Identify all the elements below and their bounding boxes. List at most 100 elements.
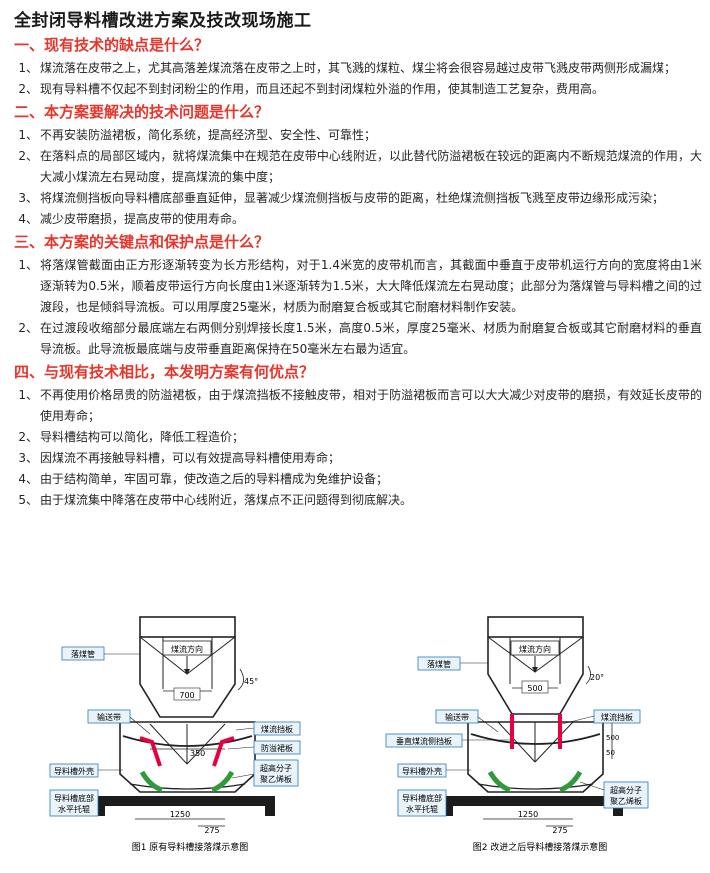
list-item-text: 煤流落在皮带之上，尤其高落差煤流落在皮带之上时，其飞溅的煤粒、煤尘将会很容易越过… — [40, 61, 677, 75]
list-item-text: 不再安装防溢裙板，简化系统，提高经济型、安全性、可靠性； — [40, 128, 377, 142]
document: 全封闭导料槽改进方案及技改现场施工 一、现有技术的缺点是什么？1、煤流落在皮带之… — [8, 4, 702, 511]
list-item: 3、因煤流不再接触导料槽，可以有效提高导料槽使用寿命； — [8, 448, 702, 469]
fig1-transition — [139, 637, 236, 718]
fig1-polymer-left — [139, 770, 163, 793]
fig1-dim-700: 700 — [179, 691, 194, 700]
fig1-dim-1250: 1250 — [170, 810, 190, 819]
list-item: 1、不再安装防溢裙板，简化系统，提高经济型、安全性、可靠性； — [8, 125, 702, 146]
fig1-caption: 图1 原有导料槽接落煤示意图 — [132, 841, 249, 853]
svg-text:水平托辊: 水平托辊 — [58, 804, 90, 814]
fig2-dim-50: 50 — [606, 749, 615, 757]
fig2-transition — [487, 637, 584, 715]
figure-2: 煤流方向 500 20° 500 50 1250 275 落煤管 — [385, 616, 649, 853]
list-item-number: 3、 — [18, 191, 38, 205]
fig1-dim-275: 275 — [204, 826, 219, 835]
list-item-number: 1、 — [18, 128, 38, 142]
svg-text:落煤管: 落煤管 — [71, 649, 95, 659]
fig1-diag — [186, 636, 236, 675]
fig1-base — [95, 796, 275, 806]
list-item-number: 2、 — [18, 321, 38, 335]
list-item: 3、将煤流侧挡板向导料槽底部垂直延伸，显著减少煤流侧挡板与皮带的距离，杜绝煤流侧… — [8, 188, 702, 209]
fig1-callout-polymer: 超高分子 聚乙烯板 — [231, 759, 299, 787]
fig2-dim-500: 500 — [527, 684, 542, 693]
svg-text:聚乙烯板: 聚乙烯板 — [610, 796, 642, 806]
fig2-polymer-left — [487, 770, 511, 793]
svg-text:煤流挡板: 煤流挡板 — [261, 724, 293, 734]
list-item-text: 在过渡段收缩部分最底端左右两侧分别焊接长度1.5米，高度0.5米，厚度25毫米、… — [40, 321, 702, 356]
svg-text:水平托辊: 水平托辊 — [406, 804, 438, 814]
list-item: 2、现有导料槽不仅起不到封闭粉尘的作用，而且还起不到封闭煤粒外溢的作用，使其制造… — [8, 79, 702, 100]
fig1-callout-skirt: 防溢裙板 — [227, 740, 301, 755]
figures-svg: 煤流方向 700 45° 350 1250 275 — [49, 616, 649, 853]
fig1-callout-belt: 输送带 — [87, 709, 151, 735]
fig2-callout-chute: 落煤管 — [417, 656, 488, 671]
section-heading: 四、与现有技术相比，本发明方案有何优点？ — [14, 363, 315, 381]
list-item-number: 1、 — [18, 258, 38, 272]
list-item: 2、在过渡段收缩部分最底端左右两侧分别焊接长度1.5米，高度0.5米，厚度25毫… — [8, 318, 702, 360]
fig2-polymer-right — [559, 770, 583, 793]
fig2-callout-polymer: 超高分子 聚乙烯板 — [579, 781, 649, 809]
svg-text:导料槽底部: 导料槽底部 — [54, 793, 94, 803]
section-heading: 三、本方案的关键点和保护点是什么？ — [14, 233, 270, 251]
fig2-angle: 20° — [590, 673, 604, 682]
list-item-text: 因煤流不再接触导料槽，可以有效提高导料槽使用寿命； — [40, 451, 341, 465]
fig2-dim-1250: 1250 — [518, 810, 538, 819]
svg-text:输送带: 输送带 — [97, 712, 121, 722]
fig2-flow-label: 煤流方向 — [519, 644, 551, 654]
list-item: 2、在落料点的局部区域内，就将煤流集中在规范在皮带中心线附近，以此替代防溢裙板在… — [8, 146, 702, 188]
list-item-text: 将煤流侧挡板向导料槽底部垂直延伸，显著减少煤流侧挡板与皮带的距离，杜绝煤流侧挡板… — [40, 191, 665, 205]
svg-text:聚乙烯板: 聚乙烯板 — [260, 774, 292, 784]
section-heading: 二、本方案要解决的技术问题是什么？ — [14, 103, 270, 121]
fig2-callout-shell: 导料槽外壳 — [397, 763, 471, 778]
fig2-callout-vertical: 垂直煤流侧挡板 — [385, 733, 510, 748]
list-item-number: 1、 — [18, 388, 38, 402]
list-item: 4、减少皮带磨损，提高皮带的使用寿命。 — [8, 209, 702, 230]
fig1-chute-top — [139, 616, 236, 638]
svg-text:导料槽外壳: 导料槽外壳 — [402, 766, 442, 776]
svg-text:导料槽外壳: 导料槽外壳 — [54, 766, 94, 776]
fig1-callout-shell: 导料槽外壳 — [49, 763, 123, 778]
svg-text:导料槽底部: 导料槽底部 — [402, 793, 442, 803]
list-item-number: 5、 — [18, 493, 38, 507]
section-heading: 一、现有技术的缺点是什么？ — [14, 36, 210, 54]
list-item-text: 现有导料槽不仅起不到封闭粉尘的作用，而且还起不到封闭煤粒外溢的作用，使其制造工艺… — [40, 82, 605, 96]
fig2-callout-baffle: 煤流挡板 — [561, 709, 641, 725]
fig2-callout-belt: 输送带 — [435, 709, 499, 733]
fig1-skirt-right — [212, 736, 235, 767]
list-item: 2、导料槽结构可以简化，降低工程造价； — [8, 427, 702, 448]
fig2-caption: 图2 改进之后导料槽接落煤示意图 — [473, 841, 608, 853]
fig1-dim-350: 350 — [190, 749, 205, 758]
list-item-text: 不再使用价格昂贵的防溢裙板，由于煤流挡板不接触皮带，相对于防溢裙板而言可以大大减… — [40, 388, 702, 423]
sections: 一、现有技术的缺点是什么？1、煤流落在皮带之上，尤其高落差煤流落在皮带之上时，其… — [8, 35, 702, 511]
list-item-text: 导料槽结构可以简化，降低工程造价； — [40, 430, 245, 444]
list-item: 5、由于煤流集中降落在皮带中心线附近，落煤点不正问题得到彻底解决。 — [8, 490, 702, 511]
svg-text:防溢裙板: 防溢裙板 — [261, 743, 293, 753]
list-item: 4、由于结构简单，牢固可靠，使改造之后的导料槽成为免维护设备； — [8, 469, 702, 490]
list-item-number: 1、 — [18, 61, 38, 75]
svg-text:落煤管: 落煤管 — [427, 659, 451, 669]
list-item: 1、煤流落在皮带之上，尤其高落差煤流落在皮带之上时，其飞溅的煤粒、煤尘将会很容易… — [8, 58, 702, 79]
list-item-number: 4、 — [18, 472, 38, 486]
list-item-number: 2、 — [18, 430, 38, 444]
fig1-flow-box — [162, 640, 212, 656]
list-item-number: 2、 — [18, 82, 38, 96]
svg-text:输送带: 输送带 — [445, 712, 469, 722]
list-item: 1、不再使用价格昂贵的防溢裙板，由于煤流挡板不接触皮带，相对于防溢裙板而言可以大… — [8, 385, 702, 427]
fig2-base — [443, 796, 623, 806]
list-item-text: 减少皮带磨损，提高皮带的使用寿命。 — [40, 212, 245, 226]
page-title: 全封闭导料槽改进方案及技改现场施工 — [14, 11, 312, 31]
list-item-text: 在落料点的局部区域内，就将煤流集中在规范在皮带中心线附近，以此替代防溢裙板在较远… — [40, 149, 702, 184]
fig2-dim-275: 275 — [552, 826, 567, 835]
list-item-number: 3、 — [18, 451, 38, 465]
list-item-text: 将落煤管截面由正方形逐渐转变为长方形结构，对于1.4米宽的皮带机而言，其截面中垂… — [40, 258, 702, 314]
list-item-number: 2、 — [18, 149, 38, 163]
svg-text:垂直煤流侧挡板: 垂直煤流侧挡板 — [396, 736, 452, 746]
list-item-number: 4、 — [18, 212, 38, 226]
fig1-callout-baffle: 煤流挡板 — [235, 721, 301, 736]
svg-text:超高分子: 超高分子 — [260, 763, 292, 773]
fig1-angle: 45° — [244, 677, 258, 686]
fig1-callout-bottom: 导料槽底部 水平托辊 — [49, 789, 110, 817]
fig1-skirt-left — [139, 736, 162, 767]
fig1-polymer-right — [211, 770, 235, 793]
svg-text:超高分子: 超高分子 — [610, 785, 642, 795]
